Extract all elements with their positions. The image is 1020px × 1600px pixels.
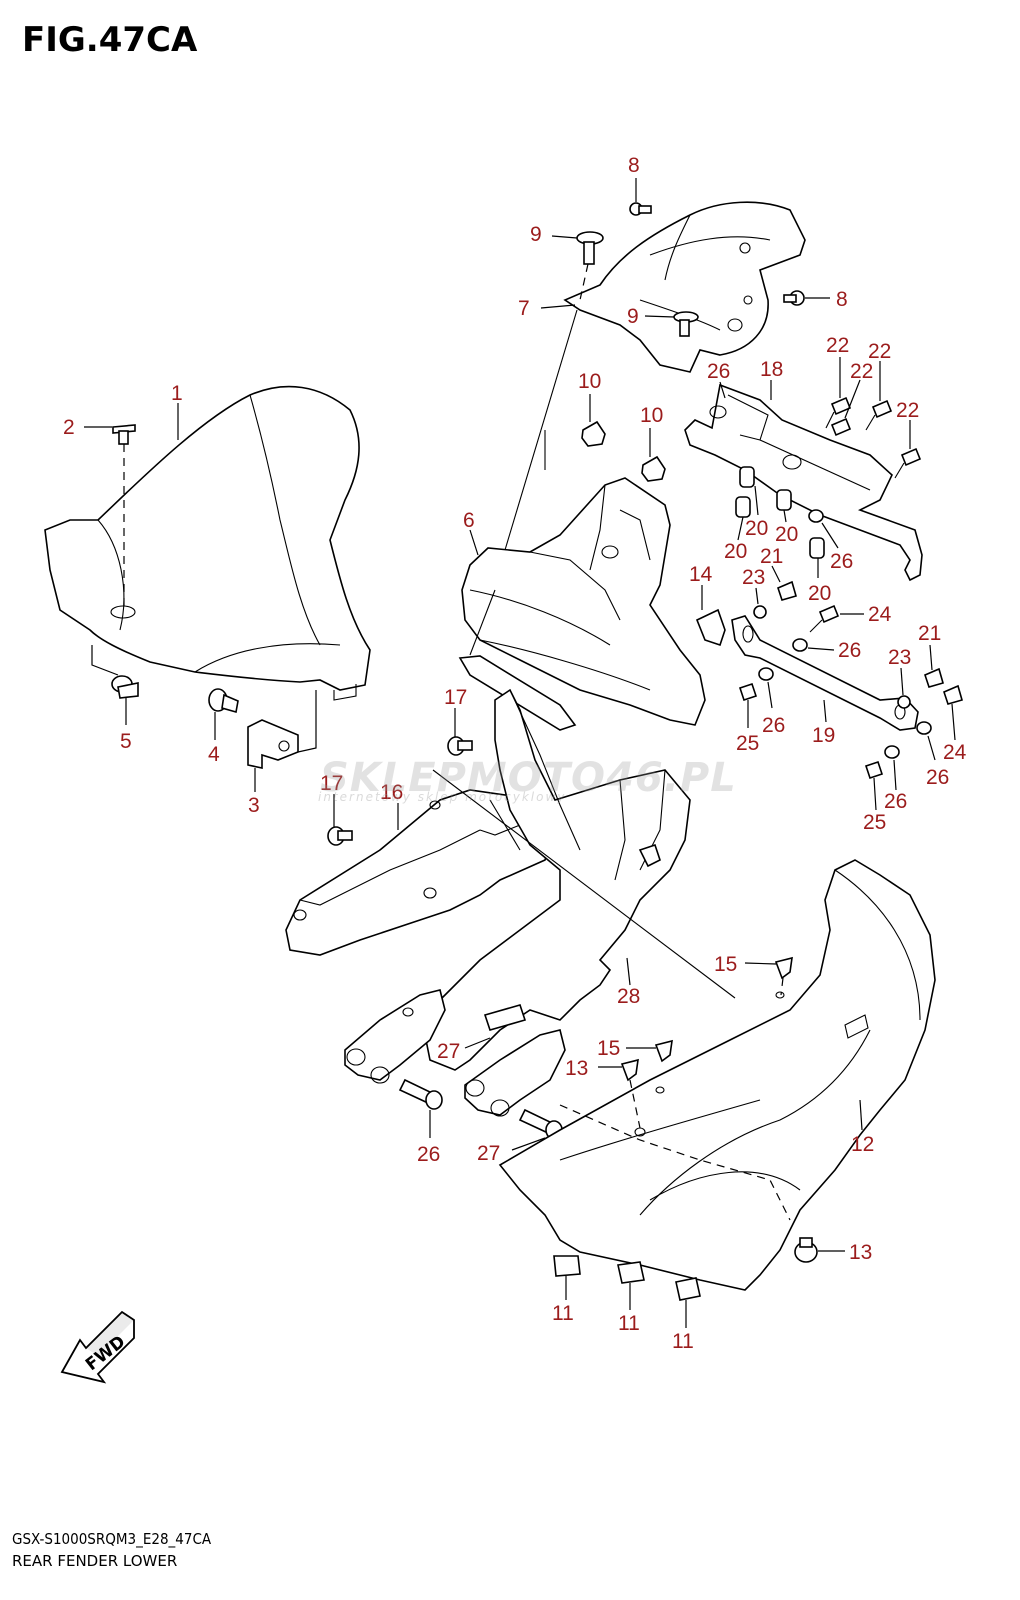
callout-17-b: 17 bbox=[320, 772, 343, 795]
part-9-fastener-a bbox=[551, 231, 604, 301]
callout-22-d: 22 bbox=[896, 399, 919, 422]
callout-28: 27 bbox=[437, 1040, 460, 1063]
part-9-fastener-b bbox=[644, 311, 699, 337]
callout-9-a: 9 bbox=[530, 223, 542, 246]
part-15-fastener-b bbox=[626, 1039, 673, 1063]
callout-24-a: 24 bbox=[868, 603, 892, 626]
part-17-grommet-a bbox=[447, 708, 473, 756]
part-11-pads bbox=[553, 1255, 701, 1328]
part-18-bracket bbox=[684, 380, 923, 582]
part-19-plate bbox=[731, 615, 919, 731]
callout-8-top: 8 bbox=[628, 154, 640, 177]
callout-4: 4 bbox=[208, 743, 220, 766]
fwd-arrow-badge: FWD bbox=[60, 1310, 135, 1384]
part-24-bolt-a bbox=[809, 604, 864, 633]
figure-title: FIG.47CA bbox=[22, 20, 198, 60]
callout-12: 12 bbox=[851, 1133, 874, 1156]
callout-13-a: 13 bbox=[565, 1057, 588, 1080]
callout-14: 14 bbox=[689, 563, 713, 586]
part-5-grommet bbox=[91, 645, 139, 725]
callout-9-b: 9 bbox=[627, 305, 639, 328]
part-15-fastener-a bbox=[744, 956, 793, 996]
watermark-subtext: internetowy sklep motocyklowy bbox=[318, 790, 567, 804]
callout-7: 7 bbox=[518, 297, 530, 320]
part-4-grommet bbox=[208, 688, 239, 740]
part-20-collars bbox=[735, 466, 825, 578]
callout-27-a: 26 bbox=[417, 1143, 440, 1166]
part-2-screw bbox=[84, 424, 136, 610]
part-right-fasteners bbox=[864, 644, 963, 811]
callout-26-a: 26 bbox=[707, 360, 730, 383]
callout-1: 1 bbox=[171, 382, 183, 405]
callout-20-c: 20 bbox=[775, 523, 798, 546]
watermark-logo: SKLEPMOTO46.PL bbox=[320, 755, 737, 801]
washer-26 bbox=[758, 667, 774, 681]
part-13-fastener-a bbox=[598, 1058, 641, 1129]
part-16-rail bbox=[285, 789, 556, 956]
callout-11-b: 11 bbox=[618, 1312, 640, 1335]
callout-26-e: 26 bbox=[926, 766, 949, 789]
part-22-bolts bbox=[825, 357, 922, 479]
callout-26-d: 26 bbox=[762, 714, 785, 737]
callout-25-a: 25 bbox=[736, 732, 759, 755]
callout-24-b: 24 bbox=[943, 741, 967, 764]
callout-22-b: 22 bbox=[868, 340, 891, 363]
callout-20-a: 20 bbox=[745, 517, 768, 540]
callout-3: 3 bbox=[248, 794, 260, 817]
callout-29: 28 bbox=[617, 985, 640, 1008]
callout-6: 6 bbox=[463, 509, 475, 532]
part-1-rear-hugger bbox=[44, 385, 371, 701]
callout-26-c: 26 bbox=[838, 639, 861, 662]
callout-15-b: 15 bbox=[597, 1037, 620, 1060]
part-3-bracket bbox=[247, 690, 317, 792]
callout-23-a: 23 bbox=[742, 566, 765, 589]
part-8-bolt-top bbox=[629, 178, 652, 216]
model-code: GSX-S1000SRQM3_E28_47CA bbox=[12, 1530, 212, 1548]
callout-20-d: 20 bbox=[808, 582, 831, 605]
callout-10-b: 10 bbox=[640, 404, 663, 427]
part-6-inner-fender bbox=[458, 477, 706, 731]
callout-10-a: 10 bbox=[578, 370, 601, 393]
part-10-clip-a bbox=[581, 394, 606, 447]
callout-26-f: 26 bbox=[884, 790, 907, 813]
callout-8-right: 8 bbox=[836, 288, 848, 311]
callout-17-a: 17 bbox=[444, 686, 467, 709]
section-name: REAR FENDER LOWER bbox=[12, 1552, 178, 1570]
washer-26 bbox=[808, 509, 824, 523]
part-7-tail-bracket bbox=[563, 201, 806, 373]
part-13-fastener-b bbox=[794, 1237, 845, 1263]
part-17-grommet-b bbox=[327, 794, 353, 846]
callout-20-b: 20 bbox=[724, 540, 747, 563]
callout-21-b: 21 bbox=[918, 622, 941, 645]
callout-22-a: 22 bbox=[826, 334, 849, 357]
callout-5: 5 bbox=[120, 730, 132, 753]
callout-13-b: 13 bbox=[849, 1241, 872, 1264]
callout-16: 16 bbox=[380, 781, 403, 804]
frame-pivots bbox=[344, 989, 566, 1117]
callout-2: 2 bbox=[63, 416, 75, 439]
callout-15-a: 15 bbox=[714, 953, 737, 976]
nut-25 bbox=[738, 682, 758, 702]
callout-26-b: 26 bbox=[830, 550, 853, 573]
part-8-bolt-right bbox=[783, 290, 830, 306]
callout-27-b: 27 bbox=[477, 1142, 500, 1165]
callout-18: 18 bbox=[760, 358, 783, 381]
callout-19: 19 bbox=[812, 724, 835, 747]
callout-11-a: 11 bbox=[552, 1302, 574, 1325]
callout-21-a: 21 bbox=[760, 545, 783, 568]
part-21-23-fasteners bbox=[753, 565, 797, 619]
callout-25-b: 25 bbox=[863, 811, 886, 834]
washer-26 bbox=[792, 638, 808, 652]
part-29-frame bbox=[424, 688, 691, 1071]
part-14-grommet bbox=[695, 585, 726, 647]
part-10-clip-b bbox=[641, 428, 666, 482]
callout-23-b: 23 bbox=[888, 646, 911, 669]
part-27-bolt-a bbox=[398, 1078, 443, 1138]
callout-11-c: 11 bbox=[672, 1330, 694, 1353]
callout-22-c: 22 bbox=[850, 360, 873, 383]
